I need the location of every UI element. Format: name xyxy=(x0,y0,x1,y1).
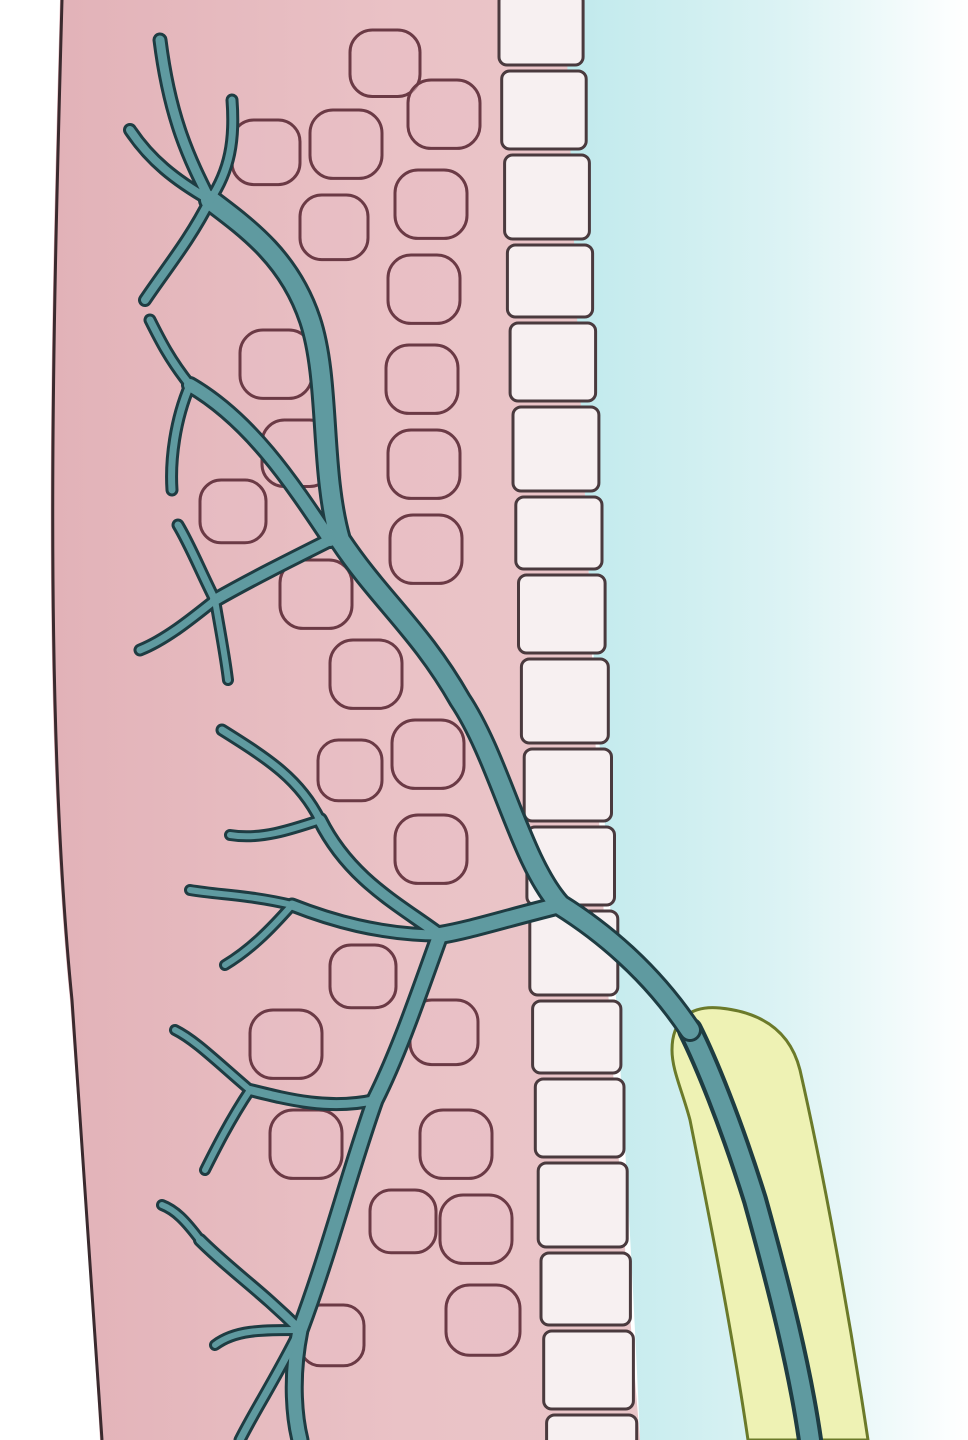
round-cell xyxy=(270,1110,342,1178)
round-cell xyxy=(440,1195,512,1263)
epithelial-cell xyxy=(535,1079,624,1157)
round-cell xyxy=(280,560,352,628)
epithelial-cell xyxy=(544,1331,634,1409)
epithelial-cell xyxy=(505,155,590,239)
epithelial-cell xyxy=(524,749,611,821)
round-cell xyxy=(388,255,460,323)
epithelial-cell xyxy=(538,1163,627,1247)
epithelial-cell xyxy=(513,407,599,491)
epithelial-cell xyxy=(521,659,608,743)
round-cell xyxy=(200,480,266,543)
round-cell xyxy=(330,640,402,708)
epithelial-cell xyxy=(547,1415,637,1440)
epithelial-cell xyxy=(499,0,583,65)
round-cell xyxy=(318,740,382,801)
round-cell xyxy=(388,430,460,498)
round-cell xyxy=(350,30,420,97)
round-cell xyxy=(250,1010,322,1078)
round-cell xyxy=(446,1285,520,1355)
round-cell xyxy=(395,815,467,883)
round-cell xyxy=(300,195,368,260)
round-cell xyxy=(420,1110,492,1178)
epithelial-cell xyxy=(516,497,602,569)
round-cell xyxy=(240,330,312,398)
epithelial-cell xyxy=(510,323,595,401)
round-cell xyxy=(395,170,467,238)
epithelial-cell xyxy=(519,575,606,653)
round-cell xyxy=(390,515,462,583)
epithelial-cell xyxy=(541,1253,630,1325)
round-cell xyxy=(310,110,382,178)
round-cell xyxy=(386,345,458,413)
round-cell xyxy=(330,945,396,1008)
round-cell xyxy=(408,80,480,148)
round-cell xyxy=(392,720,464,788)
epithelial-cell xyxy=(533,1001,621,1073)
round-cell xyxy=(232,120,300,185)
epithelial-cell xyxy=(507,245,592,317)
round-cell xyxy=(370,1190,436,1253)
epithelial-cell xyxy=(502,71,587,149)
